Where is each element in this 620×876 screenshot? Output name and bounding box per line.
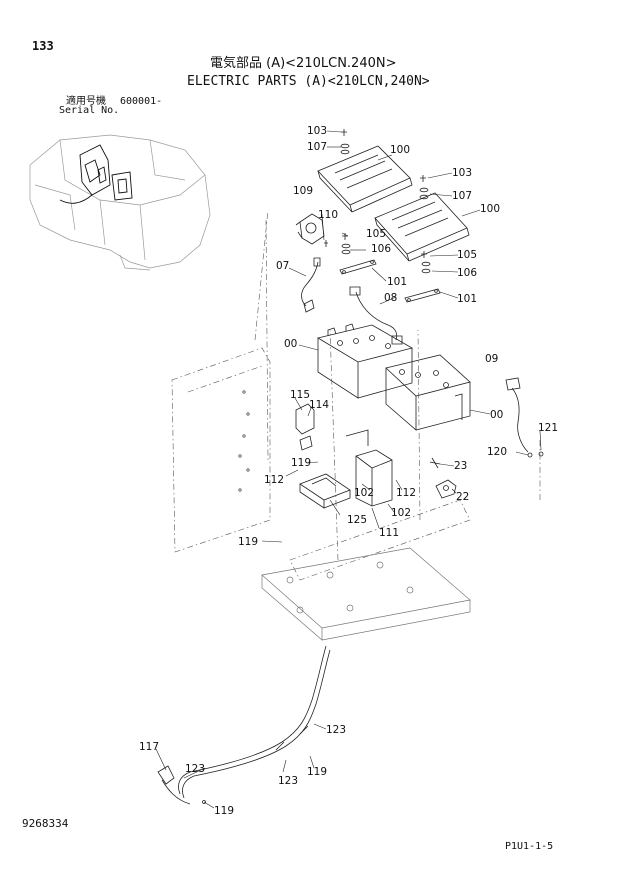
part-label: 09 xyxy=(485,353,498,365)
part-label: 103 xyxy=(307,125,327,137)
part-label: 100 xyxy=(480,203,500,215)
part-label: 101 xyxy=(387,276,407,288)
cable-07 xyxy=(301,257,321,313)
bolt-105-upper xyxy=(342,233,348,240)
frame-panel xyxy=(171,209,541,581)
bolt-105-lower xyxy=(421,251,427,258)
cable-08 xyxy=(349,286,403,345)
page-title-english: ELECTRIC PARTS (A)<210LCN,240N> xyxy=(187,74,430,89)
part-label: 107 xyxy=(452,190,472,202)
part-label: 123 xyxy=(326,724,346,736)
page-number: 133 xyxy=(32,39,54,53)
part-label: 07 xyxy=(276,260,289,272)
part-label: 100 xyxy=(390,144,410,156)
part-label: 119 xyxy=(214,805,234,817)
battery-holder-101-lower xyxy=(404,288,441,303)
part-label: 109 xyxy=(293,185,313,197)
bolt-103-upper xyxy=(341,129,347,136)
part-label: 123 xyxy=(278,775,298,787)
part-label: 106 xyxy=(371,243,391,255)
battery-cover-upper xyxy=(317,145,413,213)
part-label: 119 xyxy=(291,457,311,469)
cable-09 xyxy=(505,377,544,458)
washer-106-lower xyxy=(421,261,431,274)
part-label: 119 xyxy=(238,536,258,548)
part-label: 102 xyxy=(391,507,411,519)
part-label: 00 xyxy=(490,409,503,421)
cover-102 xyxy=(345,429,393,507)
part-label: 105 xyxy=(457,249,477,261)
page-title-japanese: 電気部品 (A)<210LCN.240N> xyxy=(210,56,397,71)
part-label: 119 xyxy=(307,766,327,778)
battery-left xyxy=(316,323,414,399)
bracket-125 xyxy=(299,473,351,509)
part-label: 111 xyxy=(379,527,399,539)
part-label: 00 xyxy=(284,338,297,350)
washer-107-upper xyxy=(340,143,350,155)
part-label: 103 xyxy=(452,167,472,179)
base-plate xyxy=(261,547,471,641)
serial-value: 600001- xyxy=(120,96,163,107)
bolt-103-lower xyxy=(420,175,426,182)
part-label: 101 xyxy=(457,293,477,305)
battery-right xyxy=(385,354,471,431)
screw-110 xyxy=(324,240,328,247)
part-label: 107 xyxy=(307,141,327,153)
bolt-23 xyxy=(429,457,441,469)
battery-relay-109 xyxy=(295,213,325,245)
part-label: 114 xyxy=(309,399,329,411)
washer-107-lower xyxy=(419,187,429,200)
inset-battery-highlight xyxy=(59,144,133,204)
part-label: 125 xyxy=(347,514,367,526)
washer-106-upper xyxy=(341,243,351,255)
part-label: 106 xyxy=(457,267,477,279)
part-label: 105 xyxy=(366,228,386,240)
part-label: 120 xyxy=(487,446,507,458)
document-number: 9268334 xyxy=(22,817,69,830)
part-label: 117 xyxy=(139,741,159,753)
part-label: 112 xyxy=(264,474,284,486)
frame-bolts xyxy=(238,390,250,492)
part-label: 123 xyxy=(185,763,205,775)
part-label: 115 xyxy=(290,389,310,401)
part-number-labels: 103 107 100 103 107 100 109 110 105 106 … xyxy=(139,125,558,817)
part-label: 22 xyxy=(456,491,469,503)
relay-115-114 xyxy=(295,403,315,451)
part-label: 112 xyxy=(396,487,416,499)
battery-cover-lower xyxy=(374,192,470,262)
reference-code: P1U1-1-5 xyxy=(505,841,554,852)
clamp-22 xyxy=(435,479,457,499)
ground-cable-117 xyxy=(157,645,331,805)
part-label: 102 xyxy=(354,487,374,499)
battery-holder-101-upper xyxy=(339,259,377,275)
machine-location-inset xyxy=(29,134,211,271)
part-label: 08 xyxy=(384,292,397,304)
part-label: 110 xyxy=(318,209,338,221)
part-label: 121 xyxy=(538,422,558,434)
serial-label-english: Serial No. xyxy=(59,105,120,116)
part-label: 23 xyxy=(454,460,467,472)
serial-label-japanese: 適用号機 xyxy=(66,96,106,107)
